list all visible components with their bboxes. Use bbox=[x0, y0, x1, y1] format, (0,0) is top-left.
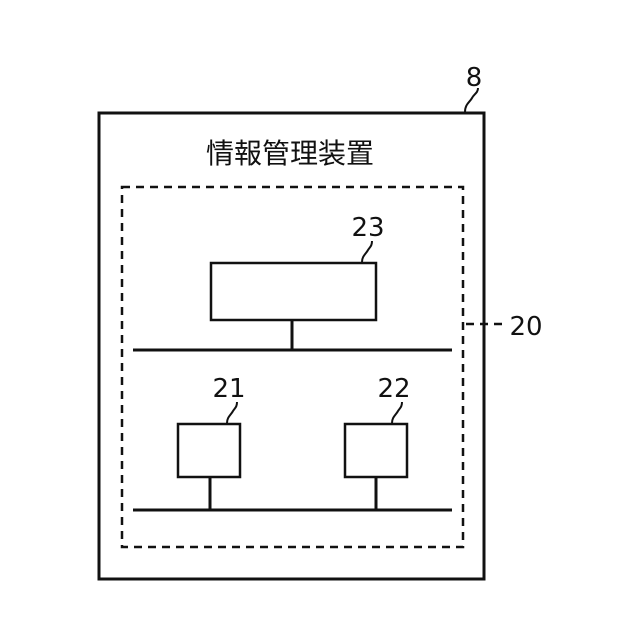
lower-left-block-ref-leader bbox=[227, 402, 237, 423]
dashed-region-box bbox=[122, 187, 463, 547]
lower-right-block-22 bbox=[345, 424, 407, 477]
lower-left-block-ref-label: 21 bbox=[212, 374, 245, 404]
lower-left-block-21 bbox=[178, 424, 240, 477]
lower-right-block-ref-leader bbox=[392, 402, 402, 423]
upper-block-ref-leader bbox=[362, 241, 372, 262]
device-ref-label: 8 bbox=[466, 63, 483, 93]
lower-right-block-ref-label: 22 bbox=[377, 374, 410, 404]
device-title: 情報管理装置 bbox=[206, 137, 374, 170]
upper-block-ref-label: 23 bbox=[351, 213, 384, 243]
dashed-region-ref-label: 20 bbox=[509, 312, 542, 342]
upper-block-23 bbox=[211, 263, 376, 320]
